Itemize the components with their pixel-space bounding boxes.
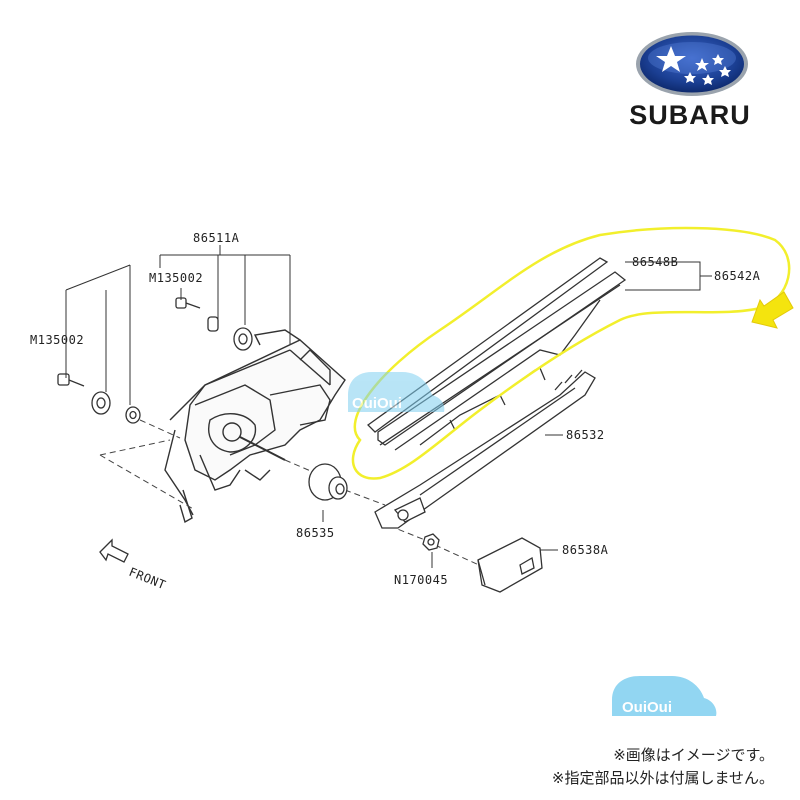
nut	[422, 533, 440, 551]
part-label-86532: 86532	[566, 428, 605, 442]
part-label-86538A: 86538A	[562, 543, 609, 557]
part-label-86548B: 86548B	[632, 255, 678, 269]
part-label-N170045: N170045	[394, 573, 448, 587]
part-label-m135002-top: M135002	[149, 271, 203, 285]
watermark-logo: OuiOui	[348, 372, 445, 412]
highlight-arrow-icon	[751, 291, 794, 329]
front-label: FRONT	[127, 565, 168, 592]
wiper-arm	[374, 369, 596, 529]
disclaimer-image-note: ※画像はイメージです。	[613, 746, 774, 764]
disclaimer-parts-note: ※指定部品以外は付属しません。	[551, 769, 774, 787]
watermark-text: OuiOui	[352, 395, 402, 412]
front-arrow-icon	[99, 538, 129, 563]
collar-icon	[207, 316, 219, 332]
screw-head-icon	[57, 373, 70, 386]
fasteners-top	[175, 297, 253, 351]
part-label-86535: 86535	[296, 526, 335, 540]
leader-lines	[65, 245, 712, 568]
part-label-m135002-left: M135002	[30, 333, 84, 347]
fasteners-left	[57, 373, 141, 424]
pivot-cap	[308, 463, 348, 501]
arm-cover	[477, 537, 543, 593]
part-label-86511A: 86511A	[193, 231, 240, 245]
part-label-86542A: 86542A	[714, 269, 761, 283]
pleiades-stars-icon	[656, 46, 731, 85]
watermark-text-bottom: OuiOui	[622, 699, 672, 716]
watermark-logo-bottom: OuiOui	[612, 676, 717, 716]
brand-name: SUBARU	[629, 100, 751, 130]
subaru-logo: SUBARU	[629, 32, 751, 130]
wiper-motor-assembly	[164, 329, 346, 524]
